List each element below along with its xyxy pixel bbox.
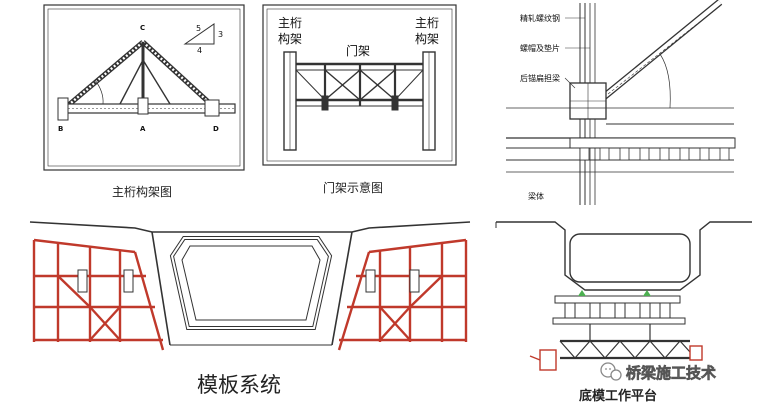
anchor-structure [506, 0, 736, 205]
ratio-label-3: 3 [218, 30, 223, 39]
truss-panel: 5 3 4 C B A D 主桁构架图 [43, 4, 245, 199]
anchor-leader-lines [564, 17, 590, 89]
gantry-panel: 主桁 构架 主桁 构架 门架 门架示意图 [262, 4, 457, 195]
formwork-right-blocks [365, 269, 420, 293]
gantry-center-label: 门架 [346, 43, 370, 58]
formwork-right-wing [337, 238, 468, 351]
truss-structure [57, 40, 236, 121]
truss-point-d: D [213, 125, 219, 133]
anchor-label-beam: 后锚扁担梁 [520, 73, 560, 83]
platform-girder [495, 221, 752, 291]
truss-point-c: C [140, 24, 145, 32]
gantry-caption: 门架示意图 [323, 180, 383, 195]
truss-point-b: B [58, 125, 63, 133]
anchor-label-nut: 螺帽及垫片 [520, 43, 560, 53]
gantry-right-label-2: 构架 [415, 31, 439, 46]
truss-caption: 主桁构架图 [112, 184, 172, 199]
anchor-label-girder: 梁体 [528, 191, 544, 201]
platform-jacks [578, 290, 651, 296]
gantry-structure [283, 51, 436, 151]
anchor-panel: 精轧螺纹钢 螺帽及垫片 后锚扁担梁 梁体 [506, 0, 736, 205]
ratio-triangle: 5 3 4 [183, 23, 223, 55]
gantry-right-label-1: 主桁 [415, 16, 439, 30]
ratio-label-4: 4 [197, 46, 202, 55]
watermark: 桥梁施工技术 [600, 362, 716, 382]
truss-point-a: A [140, 125, 146, 133]
formwork-left-wing [32, 238, 165, 351]
formwork-girder [29, 221, 471, 346]
platform-panel: 底模工作平台 [495, 221, 752, 404]
gantry-left-label-1: 主桁 [278, 16, 302, 30]
anchor-label-rebar: 精轧螺纹钢 [520, 13, 560, 23]
wechat-icon [600, 362, 622, 381]
platform-caption: 底模工作平台 [579, 388, 657, 404]
formwork-caption: 模板系统 [197, 373, 281, 397]
gantry-left-label-2: 构架 [278, 31, 302, 46]
watermark-text: 桥梁施工技术 [626, 364, 716, 382]
anchor-cross-beams [579, 147, 730, 161]
ratio-label-5: 5 [196, 24, 201, 33]
platform-truss [559, 324, 691, 360]
formwork-left-blocks [77, 269, 134, 293]
formwork-panel: 模板系统 [29, 221, 471, 397]
platform-supports [552, 295, 686, 325]
platform-brackets [529, 345, 703, 371]
